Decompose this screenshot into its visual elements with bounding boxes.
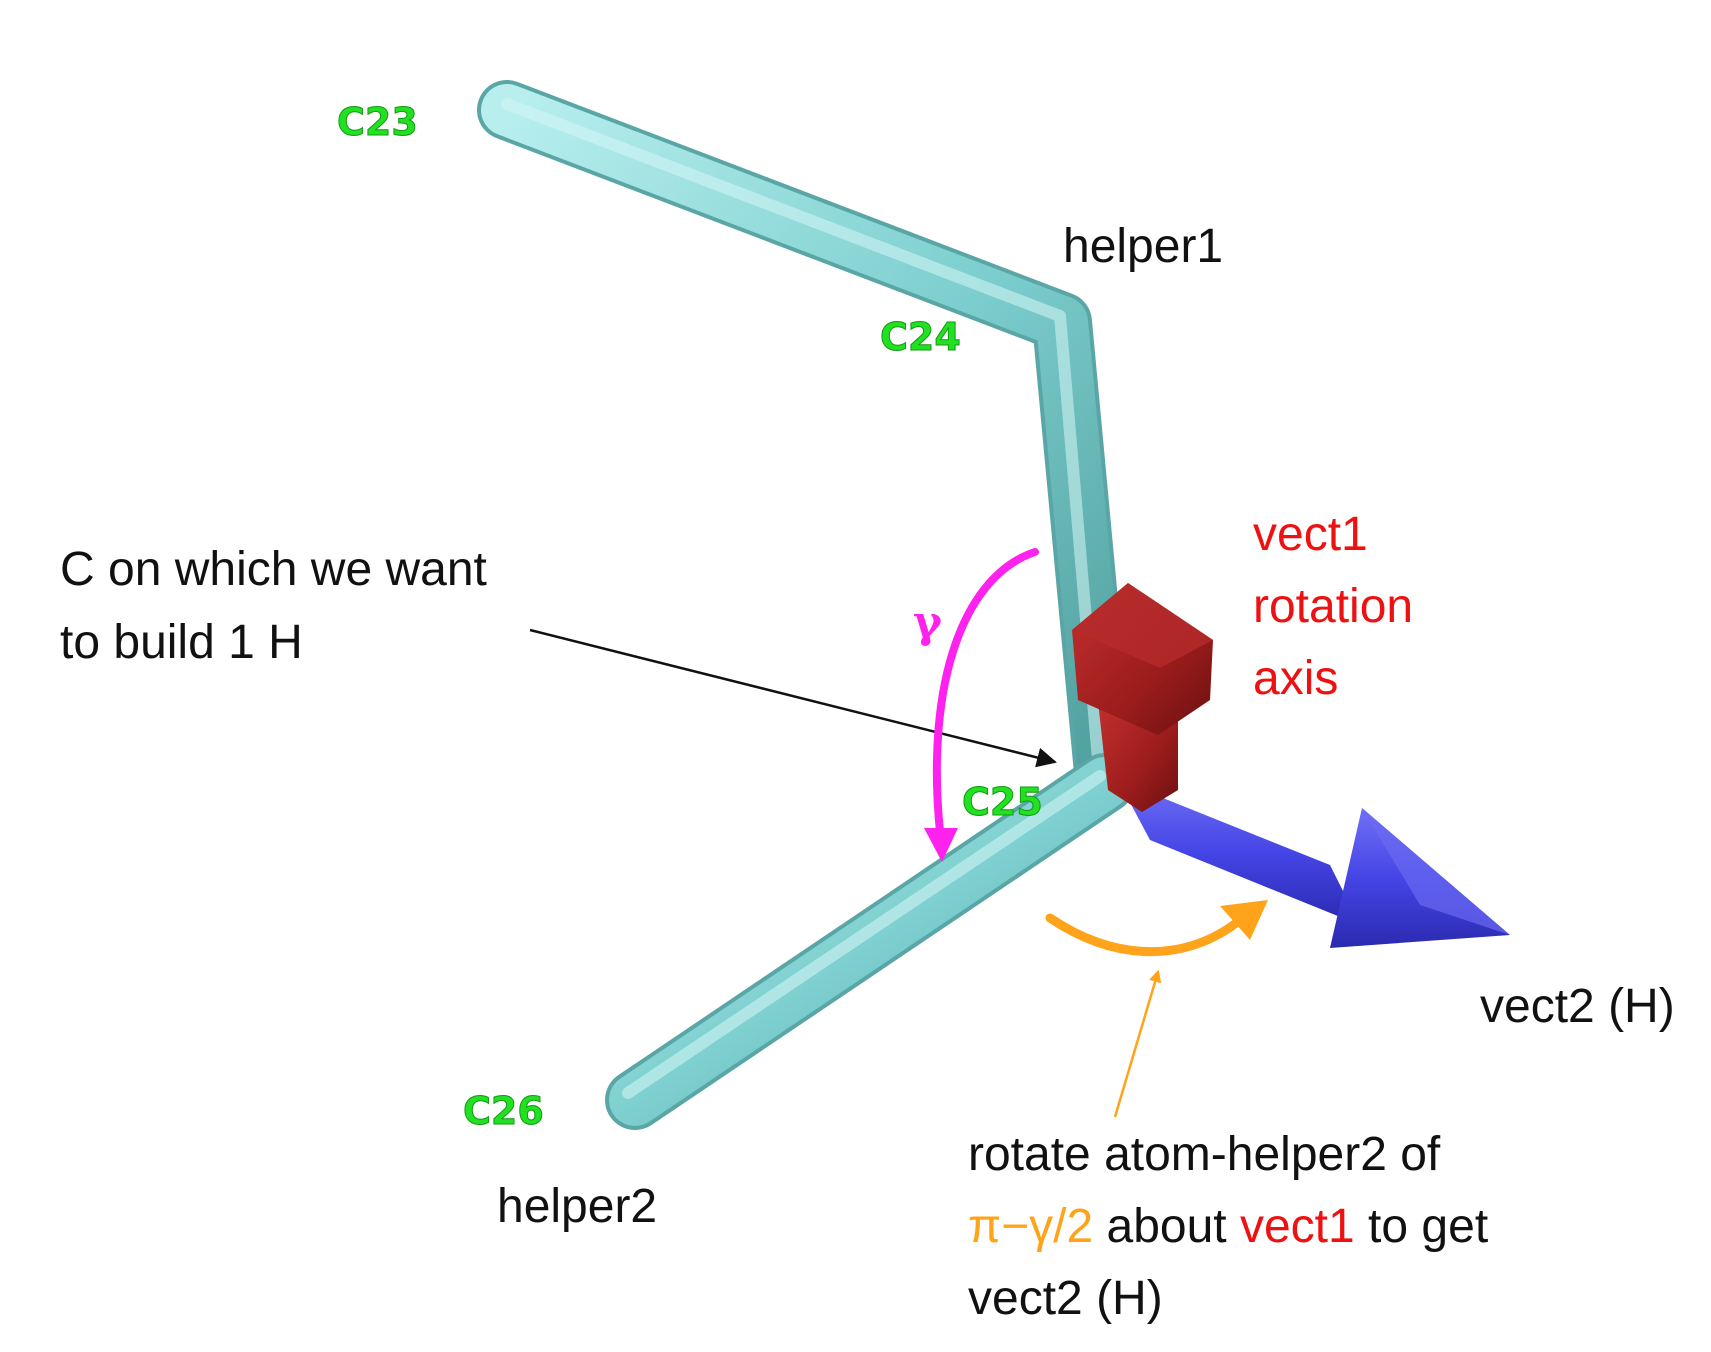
rotate-note-line2: π−γ/2 about vect1 to get [968, 1200, 1488, 1253]
gamma-arc [932, 548, 1039, 836]
atom-label-c24: C24 [880, 315, 961, 359]
rotation-arc [1045, 913, 1245, 957]
rotation-pointer-arrow [1113, 969, 1162, 1118]
bond-sticks [477, 80, 1135, 1130]
atom-label-c26: C26 [463, 1089, 544, 1133]
target-pointer-arrow [529, 628, 1057, 768]
helper2-label: helper2 [497, 1180, 657, 1233]
helper1-label: helper1 [1063, 220, 1223, 273]
vect2-label: vect2 (H) [1480, 980, 1675, 1033]
vect1-arrow [1072, 583, 1213, 812]
vect2-arrow [1118, 780, 1510, 948]
gamma-arc-head [924, 828, 958, 862]
rotation-arc-head [1220, 900, 1268, 940]
rotate-note-about: about [1093, 1200, 1240, 1253]
target-note-line2: to build 1 H [60, 616, 303, 669]
gamma-label: γ [913, 597, 943, 648]
rotate-note-line3: vect2 (H) [968, 1272, 1163, 1325]
rotate-note-angle: π−γ/2 [968, 1200, 1093, 1253]
atom-label-c25: C25 [962, 780, 1043, 824]
rotate-note-line1: rotate atom-helper2 of [968, 1128, 1441, 1181]
rotate-note-vect1: vect1 [1240, 1200, 1355, 1253]
rotate-note-to-get: to get [1355, 1200, 1488, 1253]
atom-label-c23: C23 [337, 100, 418, 144]
target-note-line1: C on which we want [60, 543, 487, 596]
vect1-label: vect1 rotation axis [1253, 508, 1426, 705]
